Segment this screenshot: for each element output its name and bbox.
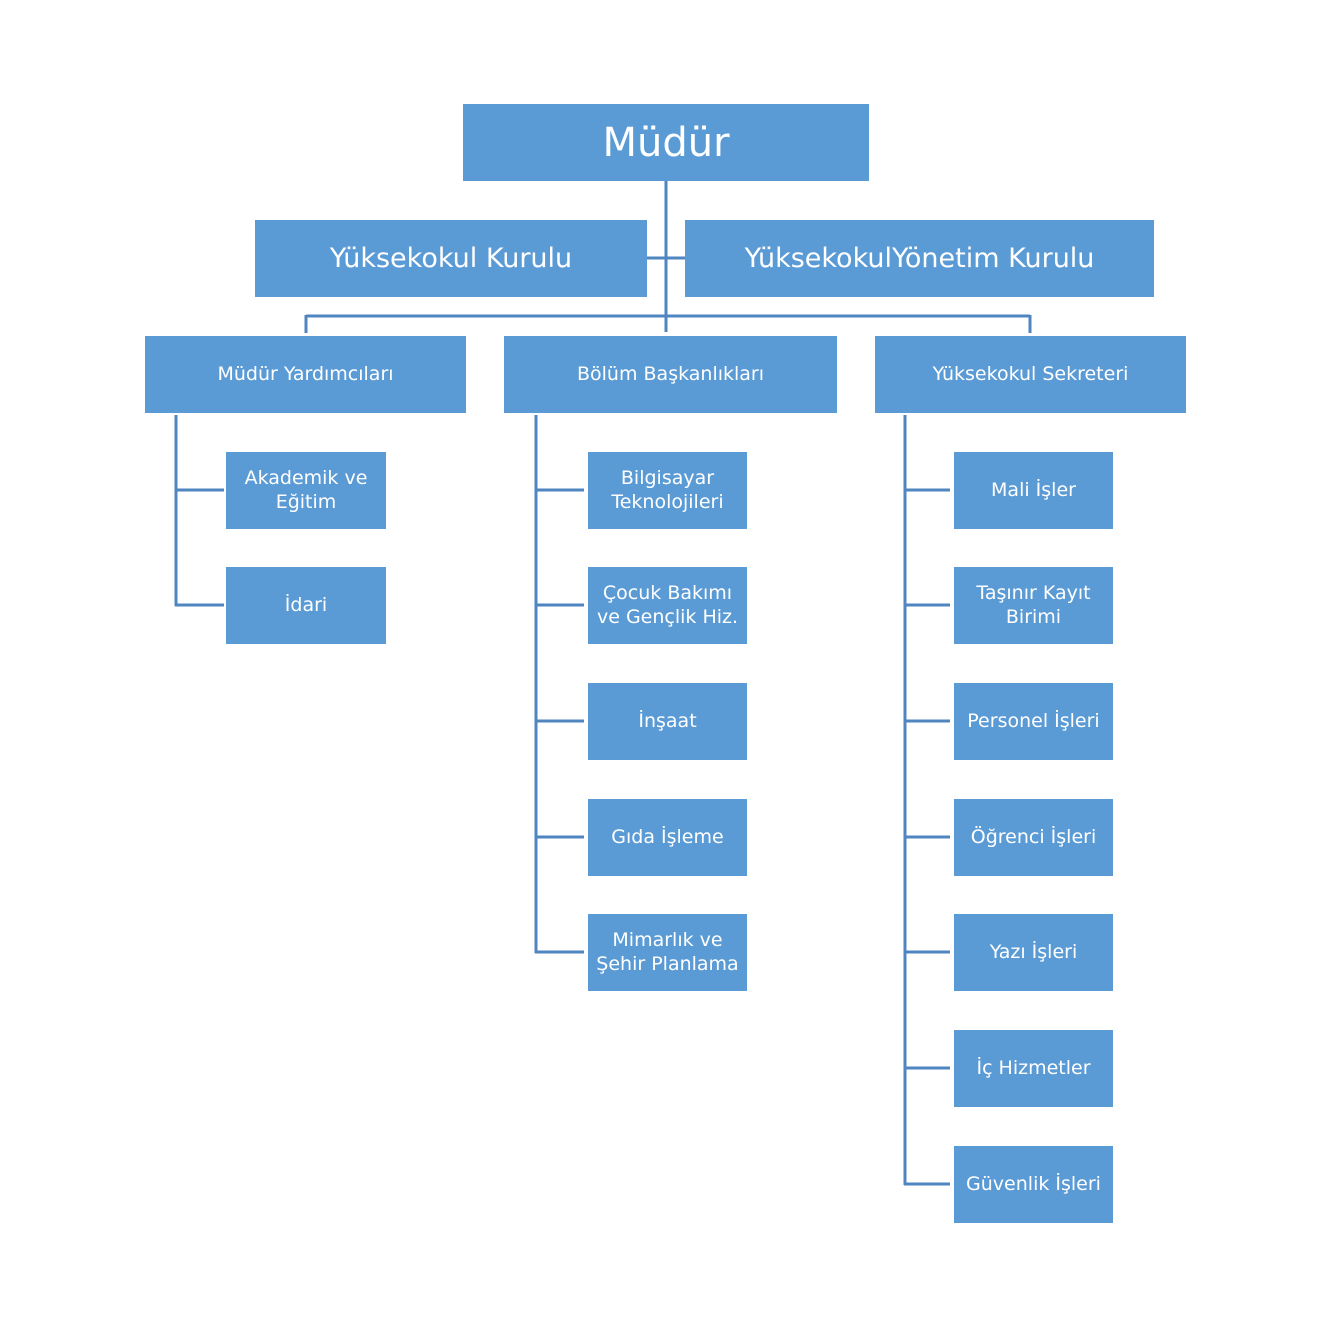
unit-label: Akademik ve Eğitim — [244, 466, 368, 513]
office-label: Personel İşleri — [967, 709, 1100, 732]
branch-box-1: Müdür Yardımcıları — [145, 336, 466, 413]
director-label: Müdür — [602, 119, 730, 166]
office-box-security: Güvenlik İşleri — [954, 1146, 1113, 1223]
office-label: Güvenlik İşleri — [966, 1172, 1101, 1195]
director-box: Müdür — [463, 104, 869, 181]
office-label: Taşınır Kayıt Birimi — [976, 581, 1091, 628]
department-label: İnşaat — [638, 709, 697, 732]
office-label: Mali İşler — [991, 478, 1076, 501]
department-box-construction: İnşaat — [588, 683, 747, 760]
branch-label-3: Yüksekokul Sekreteri — [932, 362, 1129, 385]
office-label: İç Hizmetler — [976, 1056, 1091, 1079]
office-label: Yazı İşleri — [989, 940, 1078, 963]
branch-label-1: Müdür Yardımcıları — [217, 362, 394, 385]
office-box-correspondence: Yazı İşleri — [954, 914, 1113, 991]
department-box-food: Gıda İşleme — [588, 799, 747, 876]
office-box-finance: Mali İşler — [954, 452, 1113, 529]
office-box-internal-services: İç Hizmetler — [954, 1030, 1113, 1107]
department-box-childcare: Çocuk Bakımı ve Gençlik Hiz. — [588, 567, 747, 644]
office-label: Öğrenci İşleri — [970, 825, 1097, 848]
office-box-personnel: Personel İşleri — [954, 683, 1113, 760]
branch-label-2: Bölüm Başkanlıkları — [576, 362, 765, 385]
unit-label: İdari — [284, 593, 328, 616]
department-label: Bilgisayar Teknolojileri — [611, 466, 724, 513]
board-box-right: YüksekokulYönetim Kurulu — [685, 220, 1154, 297]
board-label-right: YüksekokulYönetim Kurulu — [744, 242, 1095, 274]
office-box-assets: Taşınır Kayıt Birimi — [954, 567, 1113, 644]
department-label: Çocuk Bakımı ve Gençlik Hiz. — [596, 581, 739, 628]
branch-box-3: Yüksekokul Sekreteri — [875, 336, 1186, 413]
department-label: Gıda İşleme — [611, 825, 724, 848]
branch-box-2: Bölüm Başkanlıkları — [504, 336, 837, 413]
department-box-architecture: Mimarlık ve Şehir Planlama — [588, 914, 747, 991]
unit-box-academic: Akademik ve Eğitim — [226, 452, 386, 529]
unit-box-administrative: İdari — [226, 567, 386, 644]
department-box-computer: Bilgisayar Teknolojileri — [588, 452, 747, 529]
board-box-left: Yüksekokul Kurulu — [255, 220, 647, 297]
board-label-left: Yüksekokul Kurulu — [329, 242, 573, 274]
department-label: Mimarlık ve Şehir Planlama — [596, 928, 739, 975]
office-box-students: Öğrenci İşleri — [954, 799, 1113, 876]
